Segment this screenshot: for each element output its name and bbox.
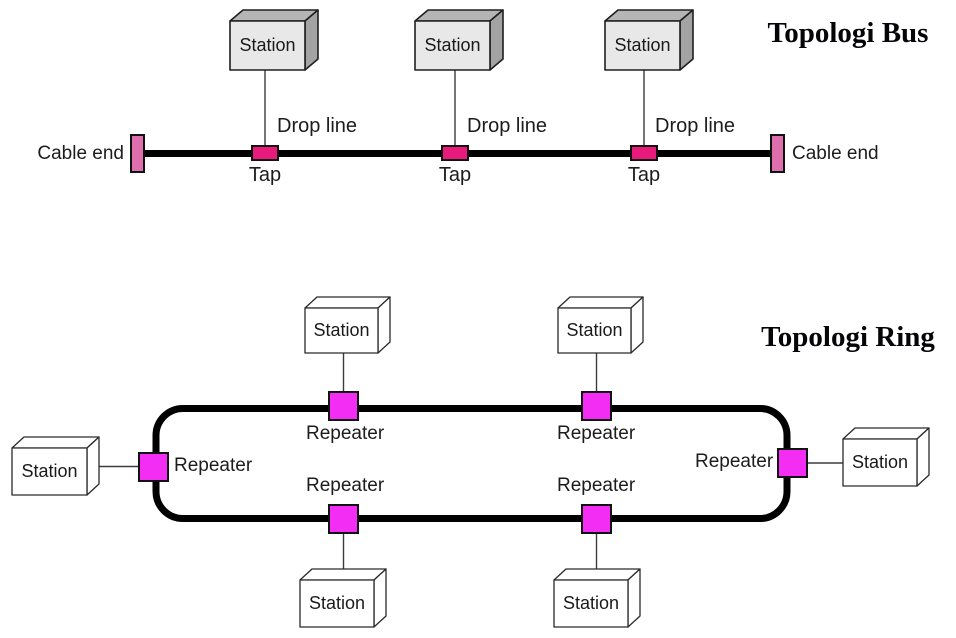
repeater-right — [777, 448, 808, 478]
ring-station-label-left: Station — [21, 461, 78, 481]
bus-station-label-2: Station — [424, 35, 481, 55]
box-front-face — [842, 438, 918, 487]
box-side-face — [679, 9, 694, 71]
ring-station-box-top-1 — [304, 296, 391, 354]
drop-line-label-3: Drop line — [655, 115, 736, 137]
bus-station-box-3 — [604, 9, 694, 71]
repeater-label-top-1: Repeater — [306, 423, 385, 444]
box-front-face — [304, 307, 379, 354]
tap-label-3: Tap — [627, 164, 661, 186]
box-top-face — [414, 9, 504, 22]
repeater-label-bottom-1: Repeater — [306, 475, 385, 496]
ring-station-box-left — [11, 436, 100, 496]
ring-station-box-bottom-1 — [299, 568, 387, 628]
box-front-face — [11, 447, 88, 496]
box-side-face — [489, 9, 504, 71]
tap-label-1: Tap — [248, 164, 282, 186]
box-top-face — [553, 568, 641, 581]
ring-station-box-bottom-2 — [553, 568, 641, 628]
bus-station-label-1: Station — [239, 35, 296, 55]
drop-line-label-2: Drop line — [467, 115, 548, 137]
bus-title: Topologi Bus — [767, 17, 929, 49]
box-top-face — [842, 427, 930, 440]
box-side-face — [627, 568, 641, 628]
ring-station-label-top-2: Station — [566, 320, 623, 340]
box-side-face — [304, 9, 319, 71]
repeater-label-left: Repeater — [174, 455, 253, 476]
drop-line-label-1: Drop line — [277, 115, 358, 137]
box-side-face — [373, 568, 387, 628]
box-front-face — [604, 20, 681, 71]
bus-station-label-3: Station — [614, 35, 671, 55]
repeater-bottom-2 — [581, 504, 612, 534]
ring-station-label-top-1: Station — [313, 320, 370, 340]
ring-station-label-bottom-1: Station — [308, 593, 366, 613]
box-front-face — [557, 307, 632, 354]
box-top-face — [11, 436, 100, 449]
cable-end-label-left: Cable end — [37, 143, 124, 164]
repeater-label-right: Repeater — [695, 451, 774, 472]
box-top-face — [229, 9, 319, 22]
tap-label-2: Tap — [438, 164, 472, 186]
tap-3 — [630, 145, 658, 161]
box-top-face — [299, 568, 387, 581]
cable-end-right — [770, 134, 785, 173]
ring-station-label-right: Station — [851, 452, 909, 472]
repeater-label-top-2: Repeater — [557, 423, 636, 444]
repeater-top-2 — [581, 391, 612, 421]
box-top-face — [304, 296, 391, 309]
cable-end-left — [130, 134, 145, 173]
ring-station-box-top-2 — [557, 296, 644, 354]
ring-station-box-right — [842, 427, 930, 487]
ring-title: Topologi Ring — [761, 321, 935, 353]
repeater-top-1 — [328, 391, 359, 421]
tap-2 — [441, 145, 469, 161]
cable-end-label-right: Cable end — [792, 143, 879, 164]
repeater-bottom-1 — [328, 504, 359, 534]
box-front-face — [414, 20, 491, 71]
box-top-face — [557, 296, 644, 309]
box-front-face — [299, 579, 375, 628]
ring-station-label-bottom-2: Station — [562, 593, 620, 613]
box-front-face — [553, 579, 629, 628]
repeater-left — [138, 452, 169, 482]
box-top-face — [604, 9, 694, 22]
box-front-face — [229, 20, 306, 71]
bus-station-box-2 — [414, 9, 504, 71]
repeater-label-bottom-2: Repeater — [557, 475, 636, 496]
bus-station-box-1 — [229, 9, 319, 71]
tap-1 — [251, 145, 279, 161]
box-side-face — [86, 436, 100, 496]
box-side-face — [916, 427, 930, 487]
